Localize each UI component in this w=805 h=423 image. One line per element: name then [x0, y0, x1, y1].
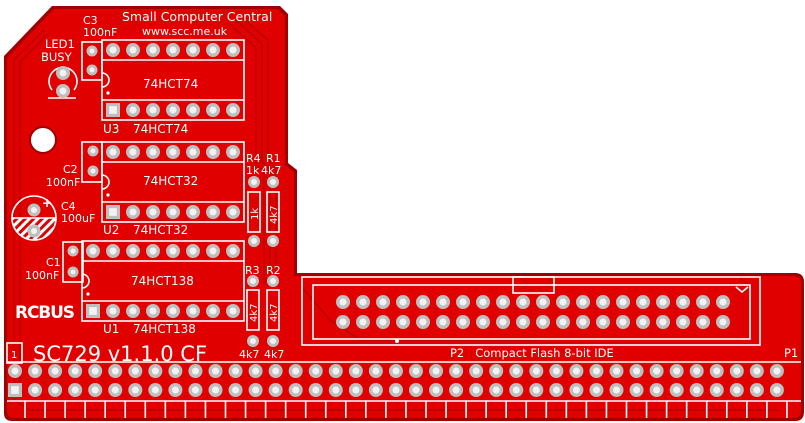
- r3-footprint: 4k7: [246, 275, 260, 347]
- r1-footprint: 4k7: [266, 176, 280, 247]
- c2-ref: C2: [63, 163, 78, 176]
- p1-footprint: [7, 361, 801, 418]
- c3-ref: C3: [83, 14, 98, 27]
- r3-ref: R3: [245, 264, 260, 277]
- c1-ref: C1: [46, 256, 61, 269]
- c4-value: 100uF: [61, 212, 95, 225]
- p2-label: P2 Compact Flash 8-bit IDE: [450, 346, 614, 360]
- c3-value: 100nF: [83, 26, 117, 39]
- u2-footprint: [101, 141, 245, 223]
- r2-footprint: 4k7: [266, 275, 280, 347]
- u1-body-label: 74HCT138: [131, 274, 194, 288]
- u1-value: 74HCT138: [133, 322, 196, 336]
- u3-footprint: [101, 39, 245, 121]
- c4-ref: C4: [61, 200, 76, 213]
- c2-value: 100nF: [46, 176, 80, 189]
- r2-ref: R2: [266, 264, 281, 277]
- pin1-marker-box: [6, 342, 23, 364]
- svg-text:1k: 1k: [250, 208, 261, 220]
- r4-footprint: 1k: [247, 176, 261, 247]
- maker-label: Small Computer Central: [122, 9, 272, 24]
- r3-value: 4k7: [239, 348, 259, 361]
- u1-ref: U1: [103, 322, 119, 336]
- url-label: www.scc.me.uk: [142, 25, 228, 38]
- trace-bundle: [13, 15, 780, 411]
- c3-footprint: [81, 41, 103, 81]
- svg-text:4k7: 4k7: [269, 303, 280, 322]
- rcbus-logo: RCBUS: [15, 303, 75, 323]
- p1-ref: P1: [784, 346, 798, 360]
- led1-ref: LED1: [45, 37, 75, 51]
- u2-value: 74HCT32: [133, 223, 188, 237]
- u2-ref: U2: [103, 223, 119, 237]
- r2-value: 4k7: [264, 348, 284, 361]
- c2-footprint: [81, 141, 103, 183]
- r4-value: 1k: [246, 164, 260, 177]
- c4-footprint: +: [11, 195, 57, 241]
- u3-ref: U3: [103, 122, 119, 136]
- c4-polarity: +: [42, 196, 52, 210]
- led1-footprint: [48, 66, 78, 99]
- u3-body-label: 74HCT74: [143, 77, 198, 91]
- p2-footprint: [301, 276, 761, 346]
- led1-value: BUSY: [41, 50, 73, 64]
- c1-value: 100nF: [25, 269, 59, 282]
- svg-text:4k7: 4k7: [269, 205, 280, 224]
- mounting-hole: [29, 126, 57, 154]
- r1-ref: R1: [266, 152, 281, 165]
- svg-text:4k7: 4k7: [249, 303, 260, 322]
- pin1-marker: 1: [11, 350, 17, 361]
- u2-body-label: 74HCT32: [143, 174, 198, 188]
- r1-value: 4k7: [261, 164, 281, 177]
- r4-ref: R4: [246, 152, 261, 165]
- c1-footprint: [62, 241, 84, 283]
- u3-value: 74HCT74: [133, 122, 188, 136]
- u1-footprint: [81, 240, 245, 322]
